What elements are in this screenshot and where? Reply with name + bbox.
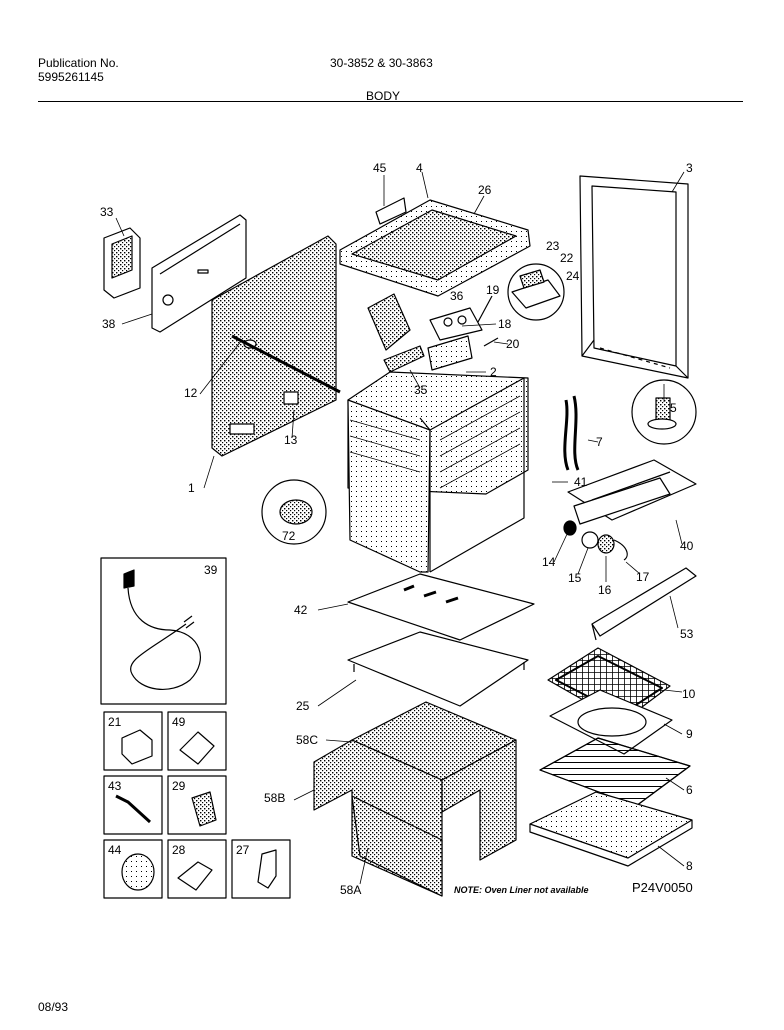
label-33: 33	[100, 205, 114, 219]
part-box-28	[167, 839, 227, 899]
label-4: 4	[416, 161, 423, 175]
label-2: 2	[490, 365, 497, 379]
part-42-oven-bottom	[347, 573, 535, 641]
label-72: 72	[282, 529, 296, 543]
label-7: 7	[596, 435, 603, 449]
footer-date: 08/93	[38, 1000, 69, 1014]
label-17: 17	[636, 570, 650, 584]
part-box-43	[103, 775, 163, 835]
part-7-wire-harness	[563, 395, 580, 471]
label-38: 38	[102, 317, 116, 331]
label-39: 39	[204, 563, 218, 577]
part-5-leveling-leg	[631, 379, 697, 445]
part-box-49	[167, 711, 227, 771]
label-42: 42	[294, 603, 308, 617]
label-15: 15	[568, 571, 582, 585]
label-26: 26	[478, 183, 492, 197]
part-1-back-panel	[211, 235, 341, 457]
part-38-rear-panel	[151, 214, 247, 333]
part-box-39-power-cord	[100, 557, 227, 705]
label-9: 9	[686, 727, 693, 741]
label-49: 49	[172, 715, 186, 729]
label-12: 12	[184, 386, 198, 400]
part-3-side-panel	[579, 175, 689, 379]
part-box-29	[167, 775, 227, 835]
label-45: 45	[373, 161, 387, 175]
label-1: 1	[188, 481, 195, 495]
label-24: 24	[566, 269, 580, 283]
part-2-35-36-controls	[367, 293, 499, 373]
label-40: 40	[680, 539, 694, 553]
part-9-broiler-pan	[549, 689, 673, 755]
label-58b: 58B	[264, 791, 285, 805]
part-number-labels: 45 4 26 3 33 23 22 24 19 36 38 18 20 2 1…	[100, 161, 696, 897]
label-25: 25	[296, 699, 310, 713]
label-35: 35	[414, 383, 428, 397]
section-title: BODY	[366, 89, 401, 103]
label-36: 36	[450, 289, 464, 303]
part-box-44	[103, 839, 163, 899]
model-numbers: 30-3852 & 30-3863	[330, 56, 433, 70]
part-72-grommet	[261, 479, 327, 545]
label-13: 13	[284, 433, 298, 447]
label-41: 41	[574, 475, 588, 489]
label-22: 22	[560, 251, 574, 265]
label-20: 20	[506, 337, 520, 351]
drawing-code: P24V0050	[632, 880, 693, 895]
label-5: 5	[670, 401, 677, 415]
label-3: 3	[686, 161, 693, 175]
part-40-broil-element	[567, 459, 697, 525]
label-58c: 58C	[296, 733, 318, 747]
label-8: 8	[686, 859, 693, 873]
part-33-junction-box	[103, 227, 141, 299]
part-58-insulation	[313, 701, 517, 897]
part-25-drawer-bottom	[347, 631, 529, 707]
label-29: 29	[172, 779, 186, 793]
label-28: 28	[172, 843, 186, 857]
label-18: 18	[498, 317, 512, 331]
part-53-rail	[591, 567, 697, 641]
oven-liner-note: NOTE: Oven Liner not available	[454, 885, 589, 895]
header-rule	[38, 101, 743, 102]
part-4-burner-box	[339, 197, 531, 297]
leader-lines	[115, 171, 685, 885]
label-6: 6	[686, 783, 693, 797]
part-14-17-knobs	[563, 520, 628, 561]
label-23: 23	[546, 239, 560, 253]
publication-label: Publication No.	[38, 56, 119, 70]
part-8-drawer-pan	[529, 791, 693, 867]
label-27: 27	[236, 843, 250, 857]
part-box-27	[231, 839, 291, 899]
part-6-oven-rack	[539, 737, 691, 807]
label-44: 44	[108, 843, 122, 857]
part-22-23-24-bracket	[507, 263, 565, 321]
label-58a: 58A	[340, 883, 361, 897]
label-19: 19	[486, 283, 500, 297]
label-16: 16	[598, 583, 612, 597]
publication-number: 5995261145	[38, 70, 104, 84]
label-14: 14	[542, 555, 556, 569]
label-43: 43	[108, 779, 122, 793]
label-10: 10	[682, 687, 696, 701]
label-53: 53	[680, 627, 694, 641]
main-oven-body	[347, 371, 529, 573]
label-21: 21	[108, 715, 122, 729]
part-box-21	[103, 711, 163, 771]
